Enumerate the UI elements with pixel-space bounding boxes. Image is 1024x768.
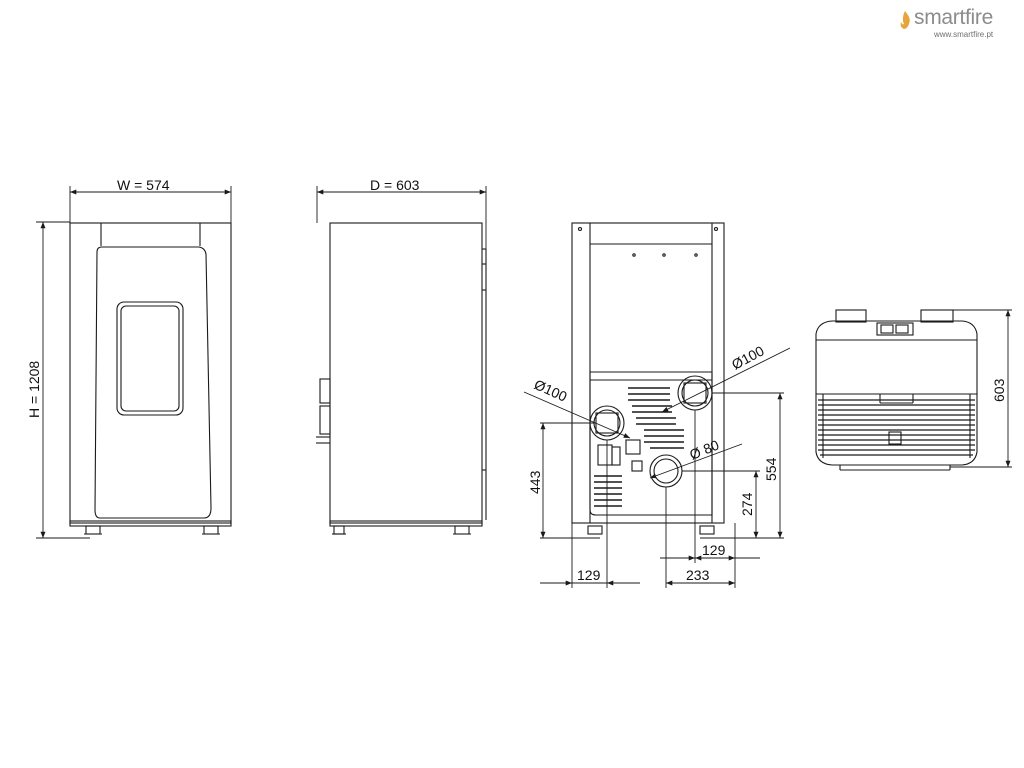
flame-icon <box>900 11 910 29</box>
depth-label: D = 603 <box>370 177 420 193</box>
width-129-right-label: 129 <box>702 542 726 558</box>
top-depth-dimension <box>950 309 1012 468</box>
top-view-grille <box>818 399 975 456</box>
width-label: W = 574 <box>117 177 170 193</box>
air-inlet-label: Ø 80 <box>687 436 721 462</box>
flue-left-label: Ø100 <box>532 376 570 405</box>
height-554-label: 554 <box>763 457 779 481</box>
height-dimension <box>36 221 90 539</box>
front-view <box>69 222 232 535</box>
height-label: H = 1208 <box>26 361 42 418</box>
rear-view <box>571 222 725 535</box>
brand-url: www.smartfire.pt <box>934 30 994 39</box>
top-view <box>815 309 978 471</box>
height-443-label: 443 <box>527 470 543 494</box>
side-depth-dimension <box>316 186 487 249</box>
front-width-dimension <box>69 186 232 223</box>
width-129-left-label: 129 <box>577 567 601 583</box>
width-233-label: 233 <box>686 567 710 583</box>
flue-right-label: Ø100 <box>729 342 767 372</box>
rear-dimensions <box>523 347 791 588</box>
brand-name: smartfire <box>914 6 993 29</box>
height-274-label: 274 <box>739 492 755 516</box>
brand-logo: smartfire www.smartfire.pt <box>898 4 1020 44</box>
top-depth-label: 603 <box>991 378 1007 402</box>
side-view <box>316 222 487 535</box>
